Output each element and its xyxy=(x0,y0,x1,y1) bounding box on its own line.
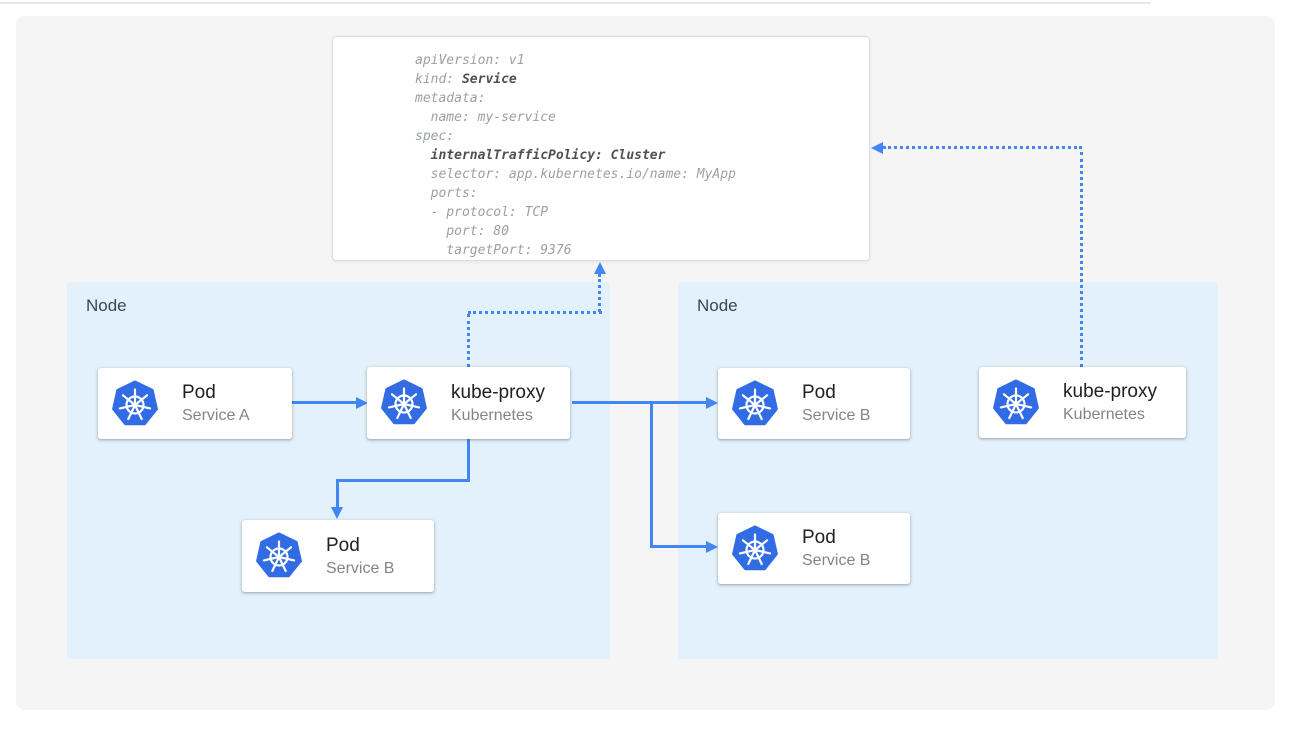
arrowhead-into-panel-right xyxy=(871,142,883,154)
card-text: kube-proxy Kubernetes xyxy=(1063,380,1157,425)
code-text xyxy=(415,148,431,163)
dotted-line-up-to-panel xyxy=(598,274,601,312)
line-kube-proxy-left xyxy=(336,479,470,482)
dotted-line-left-to-panel xyxy=(883,146,1082,149)
card-subtitle: Service B xyxy=(802,407,871,424)
code-line: port: 80 xyxy=(415,222,869,241)
code-line: metadata: xyxy=(415,89,869,108)
node-label: Node xyxy=(697,296,738,315)
dotted-line-kube-proxy-up xyxy=(467,314,470,367)
card-text: Pod Service A xyxy=(182,381,250,426)
card-subtitle: Service B xyxy=(326,559,395,577)
code-text: apiVersion: v1 xyxy=(415,53,525,68)
line-branch-to-right-pod-bottom xyxy=(650,545,706,548)
code-text: spec: xyxy=(415,129,455,144)
code-text: name: my-service xyxy=(415,110,556,125)
card-pod-service-b-right-bottom: Pod Service B xyxy=(718,513,910,584)
card-text: Pod Service B xyxy=(802,526,870,571)
card-title: kube-proxy xyxy=(451,381,545,403)
card-title: kube-proxy xyxy=(1063,381,1157,402)
line-branch-down xyxy=(650,402,653,546)
code-text-bold: internalTrafficPolicy: Cluster xyxy=(430,148,666,163)
line-kube-proxy-to-right-pod-top xyxy=(572,401,706,404)
card-subtitle: Kubernetes xyxy=(451,406,533,424)
card-subtitle: Kubernetes xyxy=(1063,406,1145,423)
code-text: ports: xyxy=(415,186,478,201)
code-line: internalTrafficPolicy: Cluster xyxy=(415,146,869,165)
code-line: ports: xyxy=(415,184,869,203)
kubernetes-logo-icon xyxy=(731,525,779,573)
arrowhead-into-right-pod-bottom xyxy=(706,541,718,553)
arrowhead-into-kube-proxy xyxy=(356,397,368,409)
kubernetes-logo-icon xyxy=(731,380,779,428)
card-text: Pod Service B xyxy=(326,534,394,579)
card-kube-proxy-left: kube-proxy Kubernetes xyxy=(367,367,570,439)
code-line: selector: app.kubernetes.io/name: MyApp xyxy=(415,165,869,184)
kubernetes-logo-icon xyxy=(992,379,1040,427)
node-container-left: Node xyxy=(67,282,610,659)
code-text: targetPort: 9376 xyxy=(415,243,572,258)
card-pod-service-b-left: Pod Service B xyxy=(242,520,434,592)
card-title: Pod xyxy=(182,382,216,403)
node-container-right: Node xyxy=(678,282,1218,659)
code-text: - protocol: TCP xyxy=(415,205,549,220)
dotted-line-right xyxy=(468,311,602,314)
code-line: - protocol: TCP xyxy=(415,203,869,222)
code-line: targetPort: 9376 xyxy=(415,241,869,260)
arrowhead-into-pod-b-left xyxy=(331,507,343,519)
code-line: kind: Service xyxy=(415,70,869,89)
card-pod-service-b-right-top: Pod Service B xyxy=(718,368,910,439)
code-text: port: 80 xyxy=(415,224,509,239)
card-kube-proxy-right: kube-proxy Kubernetes xyxy=(979,367,1186,438)
code-line: apiVersion: v1 xyxy=(415,51,869,70)
top-divider xyxy=(0,2,1151,4)
code-line: name: my-service xyxy=(415,108,869,127)
kubernetes-logo-icon xyxy=(111,380,159,428)
card-subtitle: Service B xyxy=(802,552,871,569)
code-text: kind: xyxy=(415,72,462,87)
code-text: metadata: xyxy=(415,91,486,106)
card-title: Pod xyxy=(326,534,360,556)
card-pod-service-a: Pod Service A xyxy=(98,368,292,439)
line-down-to-pod-b-left xyxy=(336,480,339,508)
card-subtitle: Service A xyxy=(182,407,250,424)
kubernetes-logo-icon xyxy=(380,379,428,427)
card-text: kube-proxy Kubernetes xyxy=(451,381,545,426)
code-line: spec: xyxy=(415,127,869,146)
code-text: selector: app.kubernetes.io/name: MyApp xyxy=(415,167,736,182)
line-kube-proxy-down xyxy=(467,439,470,481)
node-label: Node xyxy=(86,296,127,315)
code-text-bold: Service xyxy=(461,72,517,87)
arrowhead-into-panel-bottom xyxy=(594,262,606,274)
card-text: Pod Service B xyxy=(802,381,870,426)
dotted-line-right-kube-proxy-up xyxy=(1080,152,1083,367)
kubernetes-logo-icon xyxy=(255,532,303,580)
card-title: Pod xyxy=(802,527,836,548)
card-title: Pod xyxy=(802,382,836,403)
arrowhead-into-right-pod-top xyxy=(706,397,718,409)
yaml-code-panel: apiVersion: v1 kind: Service metadata: n… xyxy=(332,36,870,261)
line-pod-a-to-kube-proxy xyxy=(292,401,358,404)
